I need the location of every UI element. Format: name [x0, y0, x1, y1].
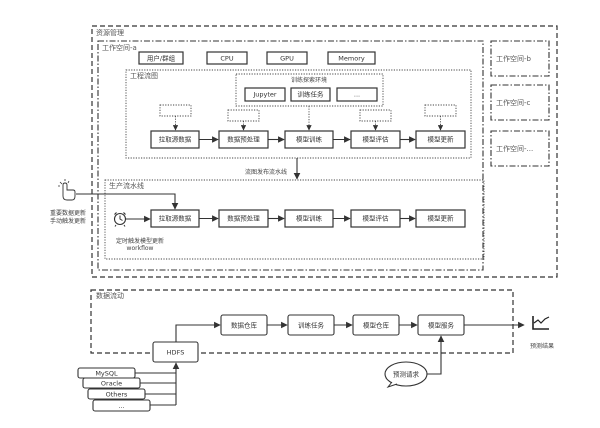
svg-text:...: ... [118, 402, 124, 410]
publish-label: 流图发布流水线 [245, 168, 287, 176]
svg-text:模型训练: 模型训练 [296, 214, 323, 223]
production-pipeline-border [104, 179, 485, 260]
svg-text:MySQL: MySQL [95, 370, 118, 378]
svg-text:CPU: CPU [220, 55, 233, 63]
workspace-c[interactable]: 工作空间-c [490, 84, 550, 121]
svg-text:拉取源数据: 拉取源数据 [159, 135, 192, 144]
workspace-b[interactable]: 工作空间-b [490, 40, 550, 77]
model-service-node[interactable]: 模型服务 [417, 314, 465, 336]
svg-text:模型评估: 模型评估 [363, 135, 390, 144]
hand-pointer-icon [58, 179, 76, 201]
data-flow: 数据流动 HDFS 数据仓库 训练任务 模型仓库 模型服务 [77, 289, 554, 412]
production-pipeline: 生产流水线 拉取源数据 数据预处理 模型训练 模型评估 模型更新 [104, 179, 485, 260]
workspace-a-title: 工作空间-a [102, 43, 137, 52]
engineering-flow: 工程流图 训练探索环境 Jupyter 训练任务 ... [125, 69, 472, 159]
svg-text:数据预处理: 数据预处理 [227, 135, 260, 144]
prod-step-preprocess[interactable]: 数据预处理 [218, 209, 269, 228]
svg-text:模型更新: 模型更新 [428, 135, 455, 144]
manual-trigger-line2: 手动触发更新 [50, 217, 86, 225]
svg-text:...: ... [354, 91, 360, 99]
svg-text:模型服务: 模型服务 [428, 321, 455, 330]
svg-text:HDFS: HDFS [167, 349, 185, 357]
training-env-jupyter[interactable]: Jupyter [244, 87, 286, 102]
data-warehouse-node[interactable]: 数据仓库 [220, 314, 268, 336]
svg-text:模型更新: 模型更新 [428, 214, 455, 223]
svg-text:数据预处理: 数据预处理 [227, 214, 260, 223]
placeholder-box [359, 109, 392, 122]
svg-text:数据仓库: 数据仓库 [231, 321, 258, 330]
svg-text:用户/群组: 用户/群组 [147, 54, 176, 63]
svg-text:Jupyter: Jupyter [252, 91, 277, 99]
manual-trigger: 重要数据更新 手动触发更新 [50, 179, 179, 225]
eng-step-train[interactable]: 模型训练 [284, 130, 334, 149]
placeholder-box [159, 104, 192, 117]
training-env: 训练探索环境 Jupyter 训练任务 ... [235, 73, 384, 107]
data-flow-title: 数据流动 [96, 291, 124, 300]
hdfs-node[interactable]: HDFS [152, 341, 199, 363]
training-env-border [235, 73, 384, 107]
svg-text:模型训练: 模型训练 [296, 135, 323, 144]
eng-step-fetch-data[interactable]: 拉取源数据 [150, 130, 200, 149]
training-env-title: 训练探索环境 [291, 76, 327, 84]
resource-memory[interactable]: Memory [327, 51, 376, 65]
source-oracle[interactable]: Oracle [82, 377, 141, 389]
prediction-result-label: 预测结果 [530, 342, 554, 350]
model-repo-node[interactable]: 模型仓库 [352, 314, 400, 336]
svg-text:GPU: GPU [280, 55, 294, 63]
training-env-more[interactable]: ... [336, 87, 378, 102]
production-pipeline-title: 生产流水线 [109, 181, 144, 190]
svg-text:工作空间-c: 工作空间-c [496, 98, 531, 107]
resource-management-frame: 资源管理 [91, 25, 558, 278]
eng-step-preprocess[interactable]: 数据预处理 [218, 130, 269, 149]
resource-gpu[interactable]: GPU [266, 51, 308, 65]
prediction-request-bubble[interactable]: 预测请求 [384, 361, 428, 389]
engineering-flow-title: 工程流图 [130, 71, 158, 80]
eng-step-update[interactable]: 模型更新 [415, 130, 466, 149]
manual-trigger-line1: 重要数据更新 [50, 209, 86, 217]
svg-text:Oracle: Oracle [101, 380, 122, 388]
source-mysql[interactable]: MySQL [77, 367, 136, 379]
svg-text:工作空间-b: 工作空间-b [496, 54, 532, 63]
eng-step-evaluate[interactable]: 模型评估 [350, 130, 401, 149]
svg-text:模型评估: 模型评估 [363, 214, 390, 223]
prod-step-update[interactable]: 模型更新 [415, 209, 466, 228]
engineering-flow-border [125, 69, 472, 159]
svg-text:训练任务: 训练任务 [298, 90, 325, 99]
svg-text:预测请求: 预测请求 [393, 370, 420, 379]
placeholder-box [227, 109, 260, 122]
training-env-task[interactable]: 训练任务 [290, 87, 331, 102]
resource-management-title: 资源管理 [96, 28, 124, 37]
source-others[interactable]: Others [87, 388, 146, 400]
placeholder-box [424, 104, 457, 117]
resource-cpu[interactable]: CPU [206, 51, 248, 65]
prod-step-train[interactable]: 模型训练 [284, 209, 334, 228]
svg-text:工作空间-...: 工作空间-... [496, 144, 533, 153]
svg-text:Memory: Memory [338, 55, 365, 63]
prod-step-evaluate[interactable]: 模型评估 [350, 209, 401, 228]
svg-text:模型仓库: 模型仓库 [363, 321, 390, 330]
workspace-a-border [97, 40, 484, 271]
workspace-more[interactable]: 工作空间-... [490, 130, 550, 167]
alarm-clock-icon [113, 212, 127, 227]
timer-trigger-label: 定时触发模型更新 [116, 237, 164, 245]
training-task-node[interactable]: 训练任务 [287, 314, 335, 336]
svg-text:拉取源数据: 拉取源数据 [159, 214, 192, 223]
prod-step-fetch-data[interactable]: 拉取源数据 [150, 209, 200, 228]
resource-management-border [91, 25, 558, 278]
resource-user-group[interactable]: 用户/群组 [138, 51, 184, 65]
svg-text:Others: Others [106, 391, 128, 399]
line-chart-icon [532, 316, 550, 330]
svg-text:训练任务: 训练任务 [298, 321, 325, 330]
data-flow-border [90, 289, 514, 354]
source-more[interactable]: ... [92, 399, 151, 412]
workspace-a: 工作空间-a 用户/群组 CPU GPU Memory 工程流图 训练探索环境 [97, 40, 485, 271]
timer-trigger-sublabel: workflow [127, 245, 154, 252]
